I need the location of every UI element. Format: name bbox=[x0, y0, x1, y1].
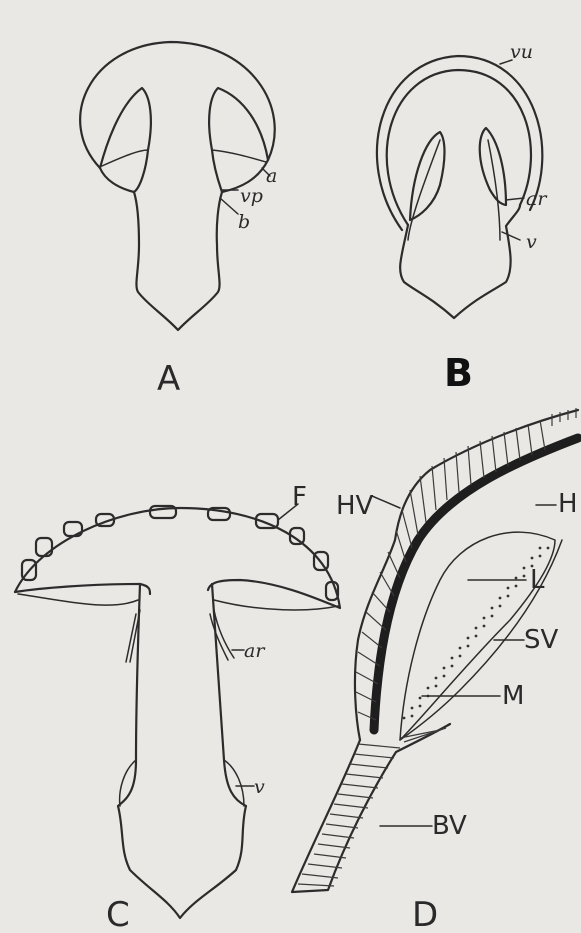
panel-d-dark-layer bbox=[374, 438, 578, 730]
panel-a-left-gill bbox=[100, 88, 151, 192]
panel-c-title: C bbox=[106, 895, 130, 933]
panel-d-bv-hatching bbox=[298, 728, 446, 886]
label-v-c: v bbox=[254, 776, 265, 798]
label-ar-c: ar bbox=[244, 640, 266, 662]
label-v-b: v bbox=[526, 231, 537, 253]
panel-c-drawing bbox=[15, 504, 340, 918]
label-m: M bbox=[502, 681, 524, 711]
label-sv: SV bbox=[524, 625, 559, 655]
panel-a-left-gill-inner bbox=[102, 150, 148, 166]
panel-c-annulus-right2 bbox=[210, 614, 228, 660]
panel-b-veil-outer bbox=[377, 56, 542, 230]
panel-d-leader-hv bbox=[372, 496, 400, 508]
panel-b-veil-inner bbox=[387, 70, 531, 225]
label-hv: HV bbox=[336, 491, 374, 521]
label-h: H bbox=[558, 489, 578, 519]
panel-a-right-gill bbox=[209, 88, 268, 192]
label-a: a bbox=[266, 165, 277, 187]
panel-d-title: D bbox=[412, 895, 438, 933]
panel-b-leader-v bbox=[502, 232, 520, 240]
panel-c-stipe bbox=[118, 584, 246, 918]
panel-d-bv-outline bbox=[292, 724, 450, 892]
wart bbox=[36, 538, 52, 556]
panel-c-right-gill bbox=[214, 600, 338, 610]
label-b: b bbox=[238, 211, 250, 233]
panel-a-right-gill-inner bbox=[212, 150, 266, 162]
panel-d-hv-outer bbox=[355, 410, 578, 740]
panel-a-title: A bbox=[157, 359, 180, 399]
panel-b-title: B bbox=[444, 351, 473, 395]
panel-c-cap bbox=[15, 508, 340, 608]
label-ar-b: ar bbox=[526, 188, 548, 210]
label-f: F bbox=[292, 482, 307, 512]
label-vu: vu bbox=[510, 41, 533, 63]
panel-b-drawing bbox=[377, 56, 542, 318]
label-l: L bbox=[530, 565, 545, 595]
panel-c-left-gill bbox=[18, 594, 138, 605]
panel-a-leader-b bbox=[220, 198, 238, 214]
panel-b-body bbox=[400, 205, 520, 318]
label-bv: BV bbox=[432, 811, 467, 841]
label-vp: vp bbox=[240, 185, 263, 207]
